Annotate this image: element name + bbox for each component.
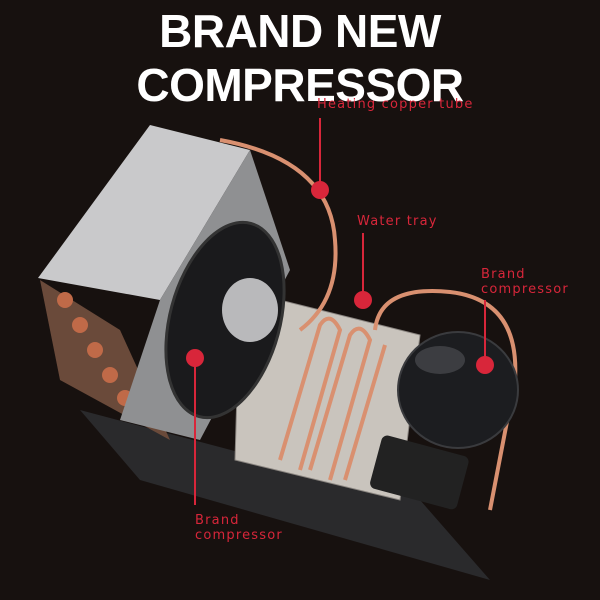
fan-motor xyxy=(222,278,278,342)
base-plate xyxy=(80,410,490,580)
callout-lines xyxy=(194,118,486,505)
compressor-body xyxy=(397,331,519,449)
callout-line2: compressor xyxy=(481,282,569,297)
callout-line2: compressor xyxy=(195,528,283,543)
callout-line1: Brand xyxy=(481,267,526,282)
page-title: BRAND NEW COMPRESSOR xyxy=(136,5,464,111)
heating-copper-tube xyxy=(219,138,338,332)
callout-dot-water-tray xyxy=(354,291,372,309)
callout-brand-compressor-left: Brand compressor xyxy=(195,513,283,543)
capacitor xyxy=(370,435,469,510)
callout-line1: Brand xyxy=(195,513,240,528)
callout-water-tray: Water tray xyxy=(357,214,438,229)
callout-dot-heating-tube xyxy=(311,181,329,199)
callout-heating-copper-tube: Heating copper tube xyxy=(317,97,474,112)
callout-dot-compressor-left xyxy=(186,349,204,367)
tray-copper-tubes xyxy=(278,316,387,481)
condenser-top xyxy=(38,125,250,300)
compressor-loop-tube xyxy=(373,289,518,511)
callout-dot-compressor-right xyxy=(476,356,494,374)
callout-brand-compressor-right: Brand compressor xyxy=(481,267,569,297)
